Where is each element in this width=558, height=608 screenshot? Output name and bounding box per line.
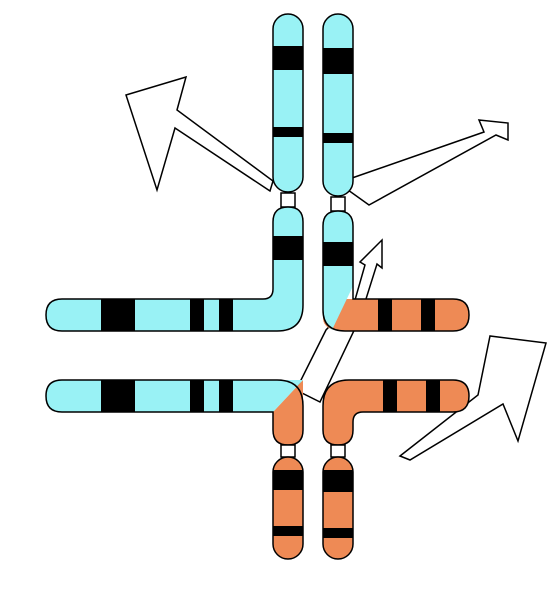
arrow-up-right-icon	[347, 119, 509, 206]
band	[323, 133, 353, 143]
band	[273, 127, 303, 137]
band	[273, 236, 303, 260]
chromatid-segment	[46, 207, 303, 331]
chromatid-segment	[46, 380, 303, 412]
chromatid-segment	[323, 14, 353, 196]
chromatid-segment-outline	[272, 456, 304, 560]
band	[323, 48, 353, 74]
band	[421, 299, 435, 331]
chromatid-segment-outline	[272, 13, 304, 193]
band	[426, 380, 440, 412]
band	[323, 528, 353, 538]
chromatid-segment-outline	[45, 206, 304, 332]
band	[101, 380, 135, 412]
centromere	[280, 192, 296, 208]
chromatid-upper-cross-mixed	[322, 210, 470, 332]
chromatid-segment-orange	[323, 299, 469, 331]
centromere	[330, 196, 346, 212]
chromatid-segment-outline	[322, 379, 470, 446]
band	[323, 470, 353, 492]
band	[273, 46, 303, 70]
chromatid-segment-orange	[273, 380, 303, 445]
chromatid-segment-outline	[45, 379, 304, 446]
band	[383, 380, 397, 412]
band	[101, 299, 135, 331]
chromatid-top-left	[272, 13, 304, 193]
band	[219, 299, 233, 331]
chromatid-lower-cross-orange	[322, 379, 470, 446]
band	[273, 526, 303, 536]
band	[190, 380, 204, 412]
band	[190, 299, 204, 331]
band	[323, 242, 353, 266]
centromere	[280, 444, 296, 458]
band	[219, 380, 233, 412]
chromatid-segment-outline	[322, 13, 354, 197]
band	[273, 470, 303, 490]
chromatid-upper-cross-cyan	[45, 206, 304, 332]
chromatid-segment	[273, 14, 303, 192]
chromatid-lower-cross-cyan	[45, 379, 304, 446]
chromatid-bottom-left	[272, 456, 304, 560]
chromatid-bottom-right	[322, 456, 354, 560]
chromatid-segment	[323, 211, 353, 330]
chromatid-segment-outline	[322, 456, 354, 560]
chromatid-segment-outline	[322, 210, 470, 332]
arrow-right-icon	[398, 335, 547, 461]
chromatid-top-right	[322, 13, 354, 197]
band	[378, 299, 392, 331]
arrow-up-left-icon	[125, 75, 274, 193]
centromere	[330, 444, 346, 458]
